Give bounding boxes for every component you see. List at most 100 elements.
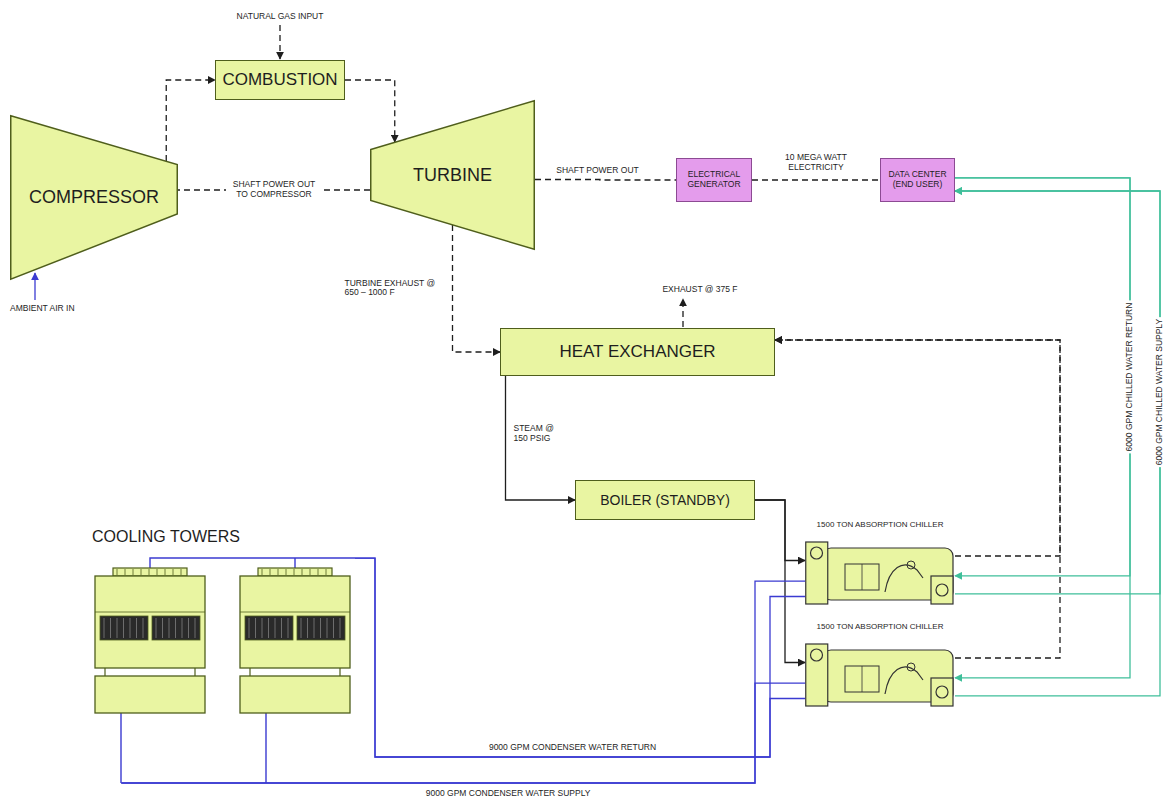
chiller-nozzle xyxy=(811,649,823,661)
flow-label: 9000 GPM CONDENSER WATER RETURN xyxy=(487,743,658,753)
process-box: HEAT EXCHANGER xyxy=(500,328,775,376)
chiller-illustration xyxy=(805,622,955,712)
louver-slat xyxy=(249,618,250,638)
tower-louver xyxy=(100,616,148,640)
flow-label: 9000 GPM CONDENSER WATER SUPPLY xyxy=(424,789,593,799)
turbine-body xyxy=(371,101,535,250)
louver-slat xyxy=(110,618,111,638)
flow-connector xyxy=(955,178,1130,576)
tower-louver xyxy=(245,616,293,640)
tower-fan-cap xyxy=(113,568,187,576)
condenser-pipe xyxy=(150,558,355,568)
flow-connector xyxy=(955,191,1160,696)
flow-connector xyxy=(355,558,805,757)
fan-rib xyxy=(157,569,158,575)
air-input-arrow xyxy=(34,273,35,300)
node-label: DATA CENTER (END USER) xyxy=(884,170,951,190)
tower-basin xyxy=(95,676,205,713)
chiller-panel xyxy=(845,564,879,590)
flow-label: SHAFT POWER OUT xyxy=(554,166,641,176)
node-label: ELECTRICAL GENERATOR xyxy=(680,170,748,190)
tower-seam xyxy=(240,612,350,613)
flow-connector xyxy=(775,340,1060,658)
louver-slat xyxy=(301,618,302,638)
equipment-box: DATA CENTER (END USER) xyxy=(880,158,955,202)
flow-label: 6000 GPM CHILLED WATER RETURN xyxy=(1125,300,1135,453)
tower-leg xyxy=(104,668,105,676)
flow-connector xyxy=(121,683,805,783)
annotation-label: AMBIENT AIR IN xyxy=(8,304,77,314)
tower-leg xyxy=(194,668,195,676)
node-heading: 1500 TON ABSORPTION CHILLER xyxy=(817,622,944,631)
louver-slat xyxy=(182,618,183,638)
fan-rib xyxy=(278,569,279,575)
node-label: COMPRESSOR xyxy=(29,187,159,208)
annotation-label: EXHAUST @ 375 F xyxy=(660,285,739,295)
flow-label: STEAM @ 150 PSIG xyxy=(512,424,566,444)
process-box: BOILER (STANDBY) xyxy=(575,480,755,520)
chiller-valve xyxy=(907,663,915,671)
tower-louver xyxy=(297,616,345,640)
chiller-valve xyxy=(907,561,915,569)
flow-label: SHAFT POWER OUT TO COMPRESSOR xyxy=(226,180,322,200)
louver-slat xyxy=(195,618,196,638)
chiller-end-box xyxy=(806,644,828,706)
flow-connector xyxy=(345,80,395,142)
flow-connector xyxy=(755,500,805,561)
tower-leg xyxy=(339,668,340,676)
louver-slat xyxy=(262,618,263,638)
chiller-unit: 1500 TON ABSORPTION CHILLER xyxy=(805,622,955,712)
louver-slat xyxy=(314,618,315,638)
louver-slat xyxy=(281,618,282,638)
louver-slat xyxy=(143,618,144,638)
flow-connector xyxy=(775,340,1060,556)
fan-rib xyxy=(286,569,287,575)
louver-slat xyxy=(275,618,276,638)
chiller-tube xyxy=(885,667,923,694)
flow-connector xyxy=(506,376,576,500)
louver-slat xyxy=(320,618,321,638)
fan-rib xyxy=(262,569,263,575)
flow-connector xyxy=(955,178,1130,678)
louver-slat xyxy=(307,618,308,638)
louver-slat xyxy=(255,618,256,638)
chiller-unit: 1500 TON ABSORPTION CHILLER xyxy=(805,520,955,610)
louver-slat xyxy=(104,618,105,638)
node-heading: 1500 TON ABSORPTION CHILLER xyxy=(817,520,944,529)
louver-slat xyxy=(327,618,328,638)
flow-connector xyxy=(453,225,501,352)
tower-louver xyxy=(152,616,200,640)
condenser-pipe xyxy=(121,713,266,783)
fan-rib xyxy=(181,569,182,575)
node-label: BOILER (STANDBY) xyxy=(600,492,730,508)
fan-rib xyxy=(165,569,166,575)
cooling-tower-group: COOLING TOWERS xyxy=(80,528,355,783)
exhaust-arrow xyxy=(682,299,683,327)
annotation-label: NATURAL GAS INPUT xyxy=(235,12,326,22)
node-label: TURBINE xyxy=(413,165,492,186)
flow-connector xyxy=(355,558,805,757)
louver-slat xyxy=(136,618,137,638)
flow-label: 6000 GPM CHILLED WATER SUPPLY xyxy=(1155,317,1165,467)
louver-slat xyxy=(175,618,176,638)
louver-slat xyxy=(268,618,269,638)
fan-rib xyxy=(318,569,319,575)
louver-slat xyxy=(340,618,341,638)
chiller-illustration xyxy=(805,520,955,610)
louver-slat xyxy=(117,618,118,638)
fan-rib xyxy=(133,569,134,575)
louver-slat xyxy=(288,618,289,638)
process-box: COMBUSTION xyxy=(215,60,345,100)
flow-connector xyxy=(955,191,1160,594)
fan-rib xyxy=(270,569,271,575)
chiller-body xyxy=(806,644,953,706)
tower-fan-cap xyxy=(258,568,332,576)
node-label: COMBUSTION xyxy=(222,70,337,90)
flow-connector xyxy=(166,80,215,161)
chiller-nozzle xyxy=(936,584,948,596)
flow-connector xyxy=(535,179,676,181)
tower-casing xyxy=(95,576,205,668)
chiller-panel-line xyxy=(862,666,863,692)
tower-leg xyxy=(249,668,250,676)
